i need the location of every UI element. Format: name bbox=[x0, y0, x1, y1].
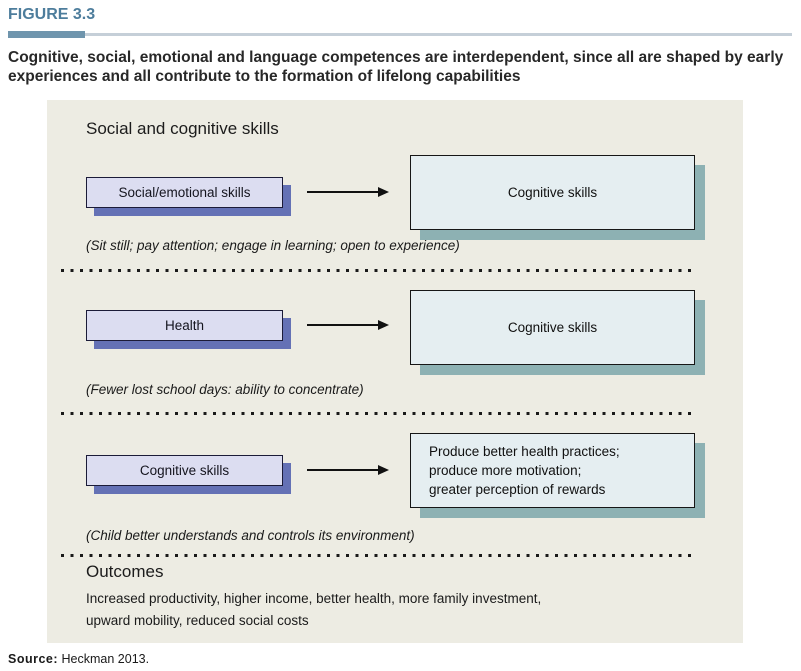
outcomes-line1: Increased productivity, higher income, b… bbox=[86, 591, 542, 606]
caption-row1: (Sit still; pay attention; engage in lea… bbox=[86, 238, 460, 253]
source-note: Source: Heckman 2013. bbox=[8, 652, 149, 666]
caption-row3: (Child better understands and controls i… bbox=[86, 528, 415, 543]
box-better-practices: Produce better health practices; produce… bbox=[410, 433, 695, 508]
box-cognitive-skills-2: Cognitive skills bbox=[410, 290, 695, 365]
panel-heading: Social and cognitive skills bbox=[86, 119, 279, 138]
outcomes-body: Increased productivity, higher income, b… bbox=[86, 588, 541, 632]
header-rule-line bbox=[85, 33, 792, 36]
arrow-right-icon bbox=[307, 320, 389, 330]
dotted-divider-3 bbox=[61, 554, 697, 557]
caption-row2: (Fewer lost school days: ability to conc… bbox=[86, 382, 364, 397]
box-better-practices-line2: produce more motivation; bbox=[429, 463, 582, 478]
box-better-practices-line1: Produce better health practices; bbox=[429, 444, 620, 459]
box-better-practices-line3: greater perception of rewards bbox=[429, 482, 606, 497]
arrow-right-icon bbox=[307, 465, 389, 475]
box-cognitive-skills-1: Cognitive skills bbox=[410, 155, 695, 230]
dotted-divider-2 bbox=[61, 412, 697, 415]
figure-title-line1: Cognitive, social, emotional and languag… bbox=[8, 49, 784, 66]
outcomes-heading: Outcomes bbox=[86, 562, 164, 581]
arrow-right-icon bbox=[307, 187, 389, 197]
diagram-panel: Social and cognitive skills Social/emoti… bbox=[47, 100, 743, 643]
header-rule-accent bbox=[8, 31, 85, 38]
box-health: Health bbox=[86, 310, 283, 341]
source-text: Heckman 2013. bbox=[61, 652, 150, 666]
figure-title-line2: experiences and all contribute to the fo… bbox=[8, 68, 521, 85]
figure-label: FIGURE 3.3 bbox=[8, 6, 96, 23]
dotted-divider-1 bbox=[61, 269, 697, 272]
box-social-emotional-skills: Social/emotional skills bbox=[86, 177, 283, 208]
box-cognitive-skills-3: Cognitive skills bbox=[86, 455, 283, 486]
header-rule bbox=[8, 31, 792, 38]
figure-title: Cognitive, social, emotional and languag… bbox=[8, 48, 798, 86]
outcomes-line2: upward mobility, reduced social costs bbox=[86, 613, 309, 628]
source-label: Source: bbox=[8, 652, 59, 666]
